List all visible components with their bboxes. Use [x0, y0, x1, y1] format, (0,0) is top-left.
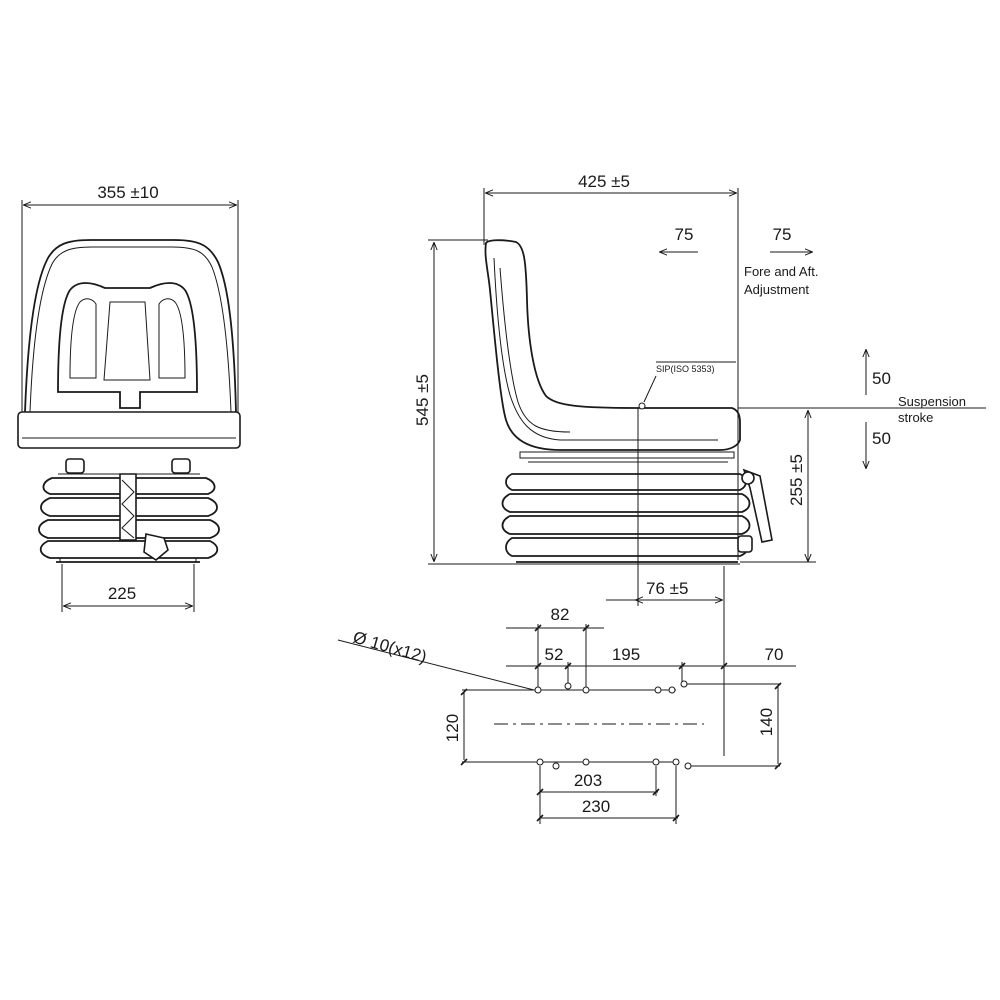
mount-hole [654, 686, 662, 694]
front-bolt-left [65, 458, 85, 474]
mount-hole [668, 686, 676, 694]
front-adjust-strap-zigzag [121, 479, 135, 539]
offset-dimension: 76 ±5 [646, 579, 688, 598]
front-bolt-right [171, 458, 191, 474]
side-height-dimension: 545 ±5 [413, 374, 432, 426]
mount-hole [672, 758, 680, 766]
side-seat-frame [519, 451, 735, 459]
side-seat-contour-1 [493, 257, 718, 441]
susp-height-dimension: 255 ±5 [787, 454, 806, 506]
side-bellows-fold-4 [505, 537, 749, 557]
fore-adjust-right-value: 75 [773, 225, 792, 244]
dim-203: 203 [574, 771, 602, 790]
side-view: 425 ±5 75 75 Fore and Aft. Adjustment 54… [413, 172, 986, 756]
stroke-up-value: 50 [872, 369, 891, 388]
front-base-dimension: 225 [108, 584, 136, 603]
backrest-inner-outline [29, 246, 232, 413]
side-bellows-fold-3 [501, 515, 751, 535]
backrest-outline [24, 239, 237, 413]
mount-hole [536, 758, 544, 766]
mount-plan: 82 Ø 10(x12) 52 195 70 12 [337, 605, 796, 824]
dim-chain-ticks [534, 662, 728, 670]
front-bellows-fold-2 [40, 497, 218, 517]
mount-hole [582, 758, 590, 766]
mount-hole [652, 758, 660, 766]
backrest-slot-center [103, 301, 151, 381]
stroke-down-value: 50 [872, 429, 891, 448]
side-bellows-fold-2 [501, 493, 751, 513]
backrest-slot-right [158, 298, 186, 379]
dim-195: 195 [612, 645, 640, 664]
front-bellows-fold-1 [42, 477, 216, 495]
side-seat-shell [484, 239, 741, 451]
side-depth-dimension: 425 ±5 [578, 172, 630, 191]
dim-203-ticks [536, 788, 660, 796]
front-width-dimension: 355 ±10 [97, 183, 158, 202]
suspension-label-line-1: Suspension [898, 394, 966, 409]
mount-hole [684, 762, 692, 770]
dim-82: 82 [551, 605, 570, 624]
hole-note: Ø 10(x12) [351, 628, 429, 667]
dim-140-ticks [774, 682, 782, 770]
suspension-label-line-2: stroke [898, 410, 933, 425]
fore-aft-label-line-2: Adjustment [744, 282, 809, 297]
backrest-panel [57, 282, 198, 409]
front-adjust-strap [119, 473, 137, 541]
sip-label: SIP(ISO 5353) [656, 364, 715, 374]
side-lever-pivot [741, 471, 755, 485]
side-seat-contour-2 [499, 267, 571, 433]
dim-82-ticks [534, 624, 590, 632]
dim-140: 140 [757, 708, 776, 736]
dim-120-ticks [460, 688, 468, 766]
sip-leader [643, 375, 657, 403]
front-bellows-fold-3 [38, 519, 220, 539]
side-adjust-lever [742, 468, 773, 543]
side-bellows-fold-1 [505, 473, 747, 491]
front-view: 355 ±10 225 [17, 183, 241, 612]
hole-note-leader [337, 639, 535, 691]
mount-hole [564, 682, 572, 690]
mount-hole [534, 686, 542, 694]
side-weight-knob [737, 535, 753, 553]
mount-hole [552, 762, 560, 770]
fore-adjust-left-value: 75 [675, 225, 694, 244]
front-seat-cushion [17, 411, 241, 449]
mount-hole [680, 680, 688, 688]
dim-70: 70 [765, 645, 784, 664]
mount-hole [582, 686, 590, 694]
front-bellows-fold-4 [39, 540, 219, 559]
sip-point [638, 402, 646, 410]
dim-230: 230 [582, 797, 610, 816]
backrest-slot-left [69, 298, 97, 379]
dim-230-ticks [536, 814, 680, 822]
dim-120: 120 [443, 714, 462, 742]
front-adjust-knob [143, 533, 169, 561]
dim-52: 52 [545, 645, 564, 664]
fore-aft-label-line-1: Fore and Aft. [744, 264, 818, 279]
